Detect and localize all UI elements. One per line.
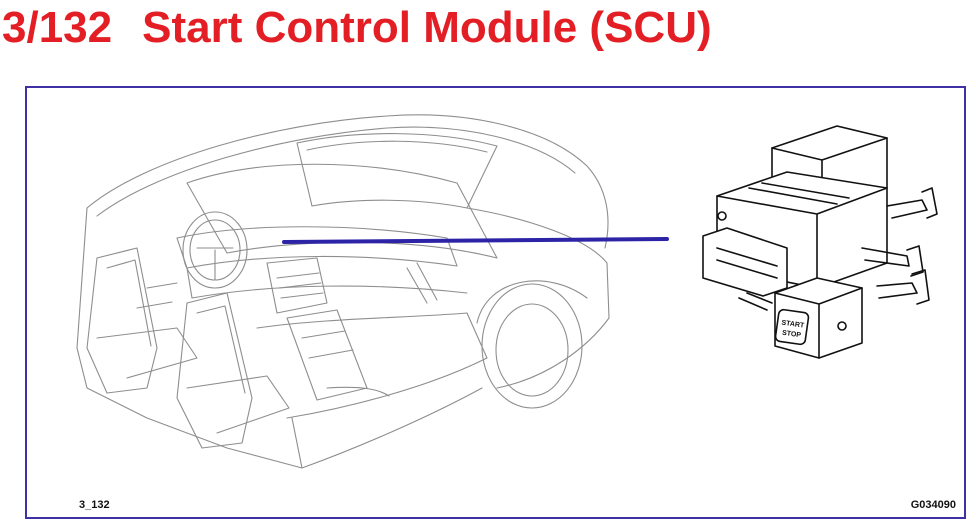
- start-control-module: [702, 125, 938, 359]
- title-text: Start Control Module (SCU): [142, 3, 712, 52]
- button-label-stop: STOP: [782, 330, 802, 340]
- section-number: 3/132: [2, 3, 113, 52]
- seat-left: [86, 247, 158, 394]
- diagram-illustration: START STOP: [76, 114, 938, 469]
- page-title: 3/132 Start Control Module (SCU): [2, 0, 712, 56]
- figure-ref-right: G034090: [910, 499, 956, 511]
- button-label-start: START: [781, 320, 805, 330]
- diagram-frame: START STOP 3_132 G034090: [25, 86, 966, 519]
- steering-wheel: [182, 211, 248, 289]
- car-illustration: [76, 114, 610, 469]
- start-stop-button: [774, 308, 810, 346]
- figure-ref-left: 3_132: [79, 499, 110, 511]
- front-wheel: [481, 283, 583, 409]
- leader-line: [282, 237, 669, 244]
- seat-right: [176, 292, 253, 449]
